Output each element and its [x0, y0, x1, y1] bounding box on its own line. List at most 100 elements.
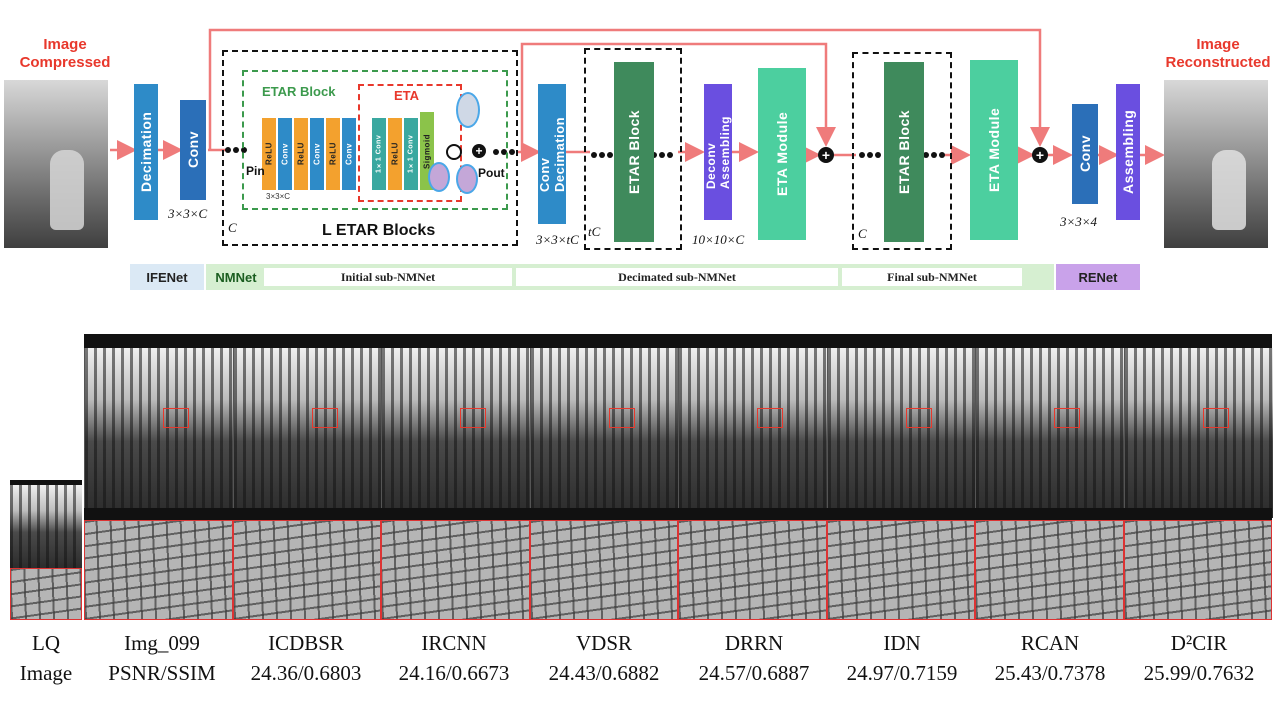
conv-decimation-dims: 3×3×tC	[536, 232, 579, 247]
svg-text:+: +	[1036, 147, 1044, 163]
separator-strip	[84, 508, 233, 520]
multiply-node	[446, 144, 462, 160]
caption-rcan-line1: RCAN	[1020, 631, 1080, 655]
separator-strip	[826, 508, 975, 520]
caption-icdbsr: ICDBSR 24.36/0.6803	[232, 628, 380, 688]
conv-dims: 3×3×C	[168, 206, 208, 221]
caption-d2cir: D²CIR 25.99/0.7632	[1124, 628, 1274, 688]
output-image	[1164, 80, 1268, 248]
roi-box	[163, 408, 189, 428]
inner-small-dims: 3×3×C	[266, 192, 291, 201]
result-image-vdsr	[529, 348, 679, 518]
conv-block: Conv	[180, 100, 206, 200]
result-image-img-099	[84, 348, 234, 518]
eta-frame	[358, 84, 462, 202]
dog-figure-out	[1212, 150, 1246, 230]
decimated-etar-frame	[584, 48, 682, 250]
stage-initial: Initial sub-NMNet	[264, 268, 512, 286]
connections: + +	[110, 28, 1165, 165]
architecture-diagram: Image Compressed + +	[0, 0, 1280, 300]
tc-label: tC	[588, 224, 601, 239]
inner-conv-1: Conv	[278, 118, 292, 190]
roi-box	[311, 408, 338, 428]
input-label: Image Compressed	[19, 36, 111, 71]
inner-conv-3: Conv	[342, 118, 356, 190]
eta-output-map	[456, 164, 478, 194]
roi-box	[460, 408, 486, 428]
conv-decimation-block: Conv Decimation	[537, 84, 567, 224]
caption-drrn-line2: 24.57/0.6887	[698, 661, 810, 685]
separator-strip	[381, 508, 530, 520]
p-in-label: Pin	[246, 164, 265, 178]
inner-relu-3: ReLU	[326, 118, 340, 190]
etar-block-frame	[242, 70, 508, 210]
stage-renet: RENet	[1056, 264, 1140, 290]
roi-box	[1054, 408, 1080, 428]
caption-icdbsr-line2: 24.36/0.6803	[250, 661, 362, 685]
roi-box	[1202, 408, 1229, 428]
stage-ifenet: IFENet	[130, 264, 204, 290]
caption-lq-line2: Image	[19, 661, 73, 685]
final-etar-frame	[852, 52, 952, 250]
eta-1x1-conv-2: 1×1 Conv	[404, 118, 418, 190]
caption-lq: LQ Image	[0, 628, 92, 688]
result-image-drrn	[678, 348, 828, 518]
zoom-patch-rcan	[975, 520, 1124, 620]
comparison-panel: LQ Image Img_099 PSNR/SSIM ICDBSR 24.36/…	[0, 330, 1280, 720]
eta-feature-icon	[456, 92, 480, 128]
result-image-rcan	[975, 348, 1125, 518]
zoom-patch-idn	[826, 520, 975, 620]
conv-out-block: Conv	[1072, 104, 1098, 204]
caption-ircnn-line2: 24.16/0.6673	[398, 661, 510, 685]
svg-text:+: +	[822, 147, 830, 163]
result-image-ircnn	[381, 348, 531, 518]
zoom-patch-d-cir	[1123, 520, 1272, 620]
p-out-label: Pout	[478, 166, 505, 180]
roi-box	[757, 408, 783, 428]
separator-strip	[678, 508, 827, 520]
etar-block-final: ETAR Block	[884, 62, 924, 242]
assembling-block: Assembling	[1116, 84, 1140, 220]
separator-strip	[975, 508, 1124, 520]
result-image-idn	[826, 348, 976, 518]
inner-relu-2: ReLU	[294, 118, 308, 190]
deconv-assembling-block: Deconv Assembling	[704, 84, 732, 220]
caption-vdsr: VDSR 24.43/0.6882	[530, 628, 678, 688]
roi-box	[905, 408, 932, 428]
caption-d2cir-line2: 25.99/0.7632	[1143, 661, 1255, 685]
caption-rcan-line2: 25.43/0.7378	[994, 661, 1106, 685]
caption-lq-line1: LQ	[32, 631, 60, 655]
caption-drrn: DRRN 24.57/0.6887	[680, 628, 828, 688]
separator-strip	[529, 508, 678, 520]
deconv-dims: 10×10×C	[692, 232, 745, 247]
inner-conv-2: Conv	[310, 118, 324, 190]
c-label-1: C	[228, 220, 237, 235]
l-etar-blocks-label: L ETAR Blocks	[322, 222, 436, 239]
etar-block-decimated: ETAR Block	[614, 62, 654, 242]
input-image	[4, 80, 108, 248]
caption-img099-line1: Img_099	[124, 631, 200, 655]
zoom-patch-img-099	[84, 520, 233, 620]
stage-final: Final sub-NMNet	[842, 268, 1022, 286]
l-etar-frame	[222, 50, 518, 246]
inner-relu-1: ReLU	[262, 118, 276, 190]
lq-image-zoom	[10, 568, 82, 620]
caption-img099: Img_099 PSNR/SSIM	[88, 628, 236, 688]
caption-vdsr-line2: 24.43/0.6882	[548, 661, 660, 685]
eta-relu: ReLU	[388, 118, 402, 190]
caption-ircnn: IRCNN 24.16/0.6673	[380, 628, 528, 688]
caption-idn-line2: 24.97/0.7159	[846, 661, 958, 685]
separator-strip	[232, 508, 381, 520]
eta-module-1: ETA Module	[758, 68, 806, 240]
zoom-patch-vdsr	[529, 520, 678, 620]
zoom-patch-drrn	[678, 520, 827, 620]
eta-1x1-conv-1: 1×1 Conv	[372, 118, 386, 190]
c-label-2: C	[858, 226, 867, 241]
caption-ircnn-line1: IRCNN	[421, 631, 487, 655]
caption-img099-line2: PSNR/SSIM	[108, 661, 216, 685]
stage-decimated: Decimated sub-NMNet	[516, 268, 838, 286]
roi-box	[608, 408, 635, 428]
separator-strip	[1123, 508, 1272, 520]
caption-idn-line1: IDN	[883, 631, 921, 655]
decimation-block: Decimation	[134, 84, 158, 220]
